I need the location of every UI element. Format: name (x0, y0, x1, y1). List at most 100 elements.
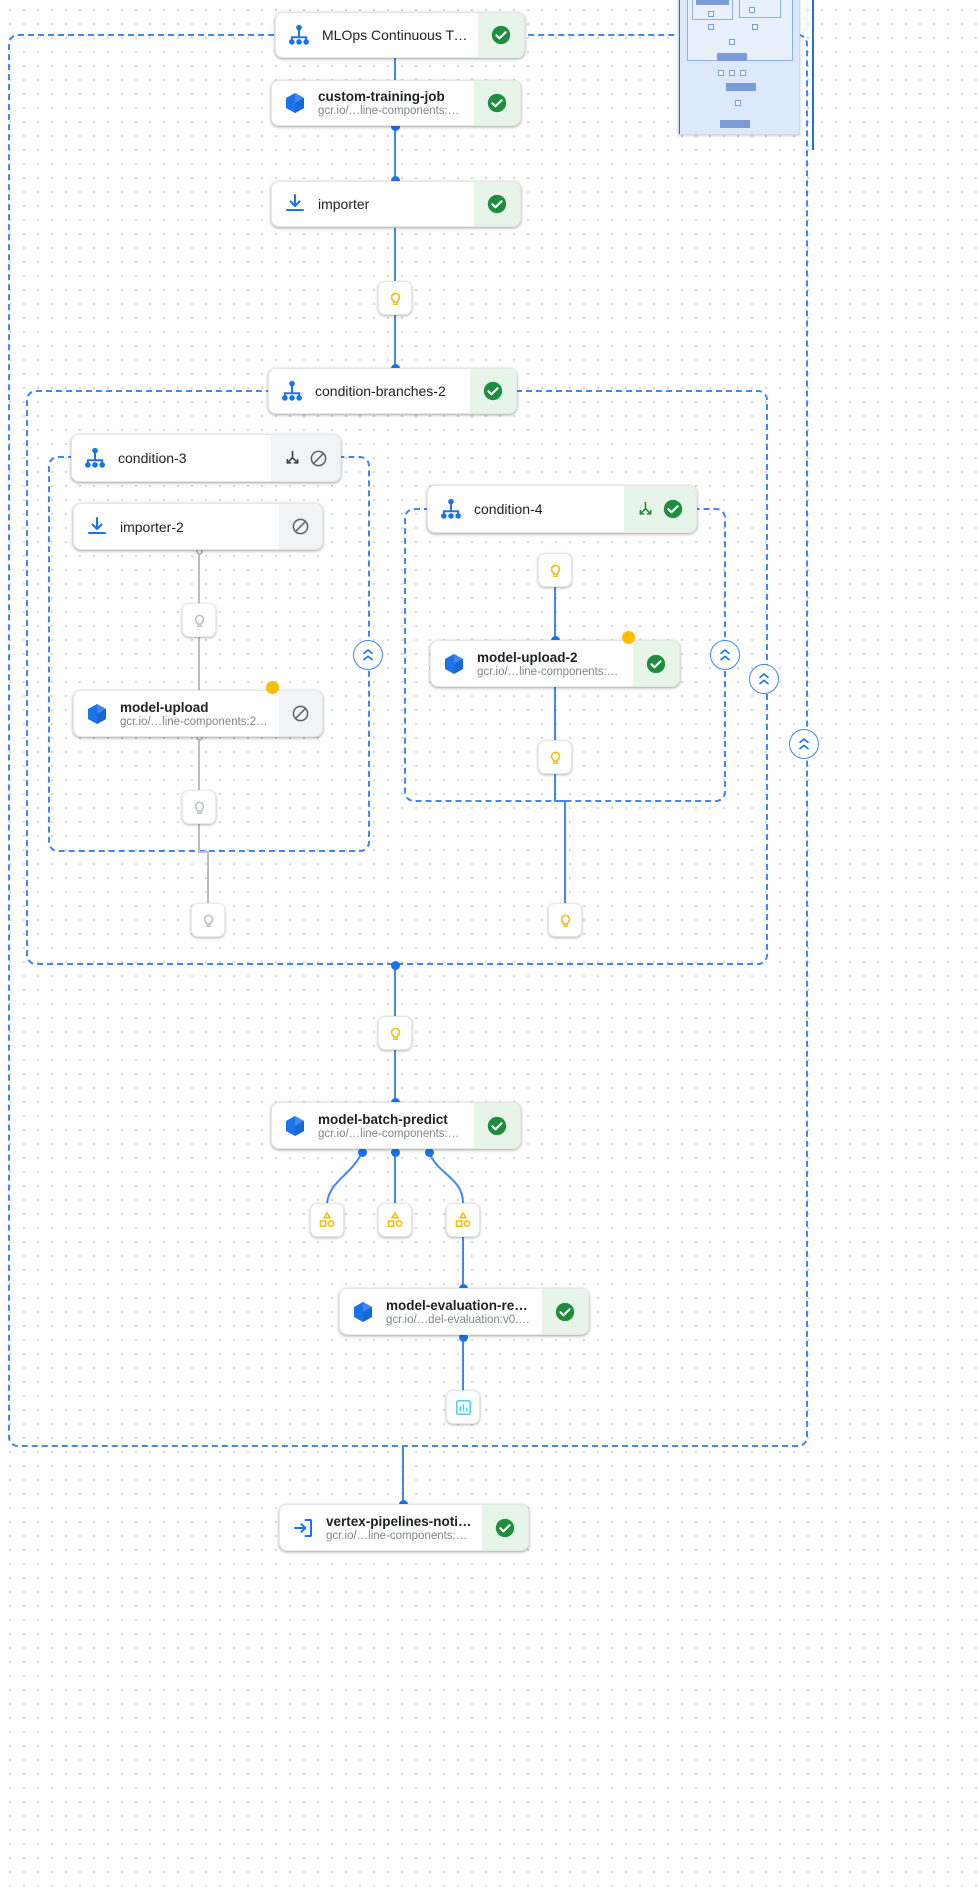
status-badge-succeeded (633, 641, 679, 686)
exit-box-icon (280, 1505, 326, 1550)
minimap-group-cond3 (692, 0, 733, 20)
node-model-batch-predict[interactable]: model-batch-predict gcr.io/…line-compone… (271, 1102, 521, 1149)
node-text: custom-training-job gcr.io/…line-compone… (318, 81, 474, 125)
minimap-node (749, 7, 755, 13)
node-subtitle: gcr.io/…del-evaluation:v0.9.3 (386, 1313, 532, 1326)
status-badge-skipped (279, 504, 322, 549)
collapse-condition-3-button[interactable] (353, 640, 383, 670)
artifact-chip-art-branches-out[interactable] (378, 1016, 412, 1050)
node-model-upload-2[interactable]: model-upload-2 gcr.io/…line-components:2… (430, 640, 680, 687)
node-vertex-pipelines-notification[interactable]: vertex-pipelines-notificat… gcr.io/…line… (279, 1504, 529, 1551)
lightbulb-icon (550, 751, 560, 764)
artifact-chip-art-batch-1[interactable] (310, 1203, 344, 1237)
edge-dot (391, 122, 400, 131)
node-title: model-upload (120, 699, 209, 715)
node-text: condition-branches-2 (315, 369, 470, 413)
node-title: vertex-pipelines-notificat… (326, 1513, 472, 1529)
cube-icon (272, 1103, 318, 1148)
artifact-shapes-icon (455, 1211, 471, 1228)
node-subtitle: gcr.io/…line-components:2.6.0 (318, 105, 464, 117)
node-condition-4[interactable]: condition-4 (427, 485, 697, 533)
node-title: importer (318, 196, 370, 212)
artifact-marker-dot (622, 631, 635, 644)
artifact-chip-art-eval-metrics[interactable] (446, 1390, 480, 1424)
artifact-chip-art-importer2-out[interactable] (182, 603, 216, 637)
minimap-viewport-rect[interactable] (679, 0, 799, 134)
chevron-collapse-icon (759, 673, 769, 685)
minimap-node (718, 70, 724, 76)
minimap-node (729, 70, 735, 76)
edge-dot (425, 1148, 434, 1157)
cube-icon (431, 641, 477, 686)
artifact-chip-art-batch-3[interactable] (446, 1203, 480, 1237)
cube-icon (74, 691, 120, 736)
node-text: model-batch-predict gcr.io/…line-compone… (318, 1103, 474, 1148)
block-circle-icon (292, 518, 309, 535)
check-circle-icon (483, 381, 503, 401)
artifact-chip-art-cond4-in[interactable] (538, 553, 572, 587)
node-model-upload[interactable]: model-upload gcr.io/…line-components:2.6… (73, 690, 323, 737)
edge-dot (459, 1333, 468, 1342)
dag-icon (276, 13, 322, 57)
chevron-collapse-icon (799, 738, 809, 750)
minimap-node (720, 120, 750, 128)
edge-dot (391, 176, 400, 185)
status-badge-succeeded (470, 369, 516, 413)
node-text: model-upload gcr.io/…line-components:2.6… (120, 691, 279, 736)
node-text: condition-3 (118, 435, 271, 481)
collapse-root-group-button[interactable] (789, 729, 819, 759)
minimap-node (752, 24, 758, 30)
node-title: importer-2 (120, 518, 184, 535)
minimap-node (729, 39, 735, 45)
node-text: condition-4 (474, 486, 624, 532)
node-text: MLOps Continuous Traini… (322, 13, 478, 57)
artifact-chip-art-model-upload-out[interactable] (182, 790, 216, 824)
status-badge-succeeded (478, 13, 524, 57)
dag-icon (269, 369, 315, 413)
node-mlops-root[interactable]: MLOps Continuous Traini… (275, 12, 525, 58)
node-title: condition-branches-2 (315, 383, 446, 399)
chevron-collapse-icon (720, 649, 730, 661)
cube-icon (272, 81, 318, 125)
node-subtitle: gcr.io/…line-components:2.6.0 (318, 1127, 464, 1140)
status-badge-succeeded (542, 1289, 588, 1334)
collapse-condition-branches-2-button[interactable] (749, 664, 779, 694)
block-circle-icon (310, 450, 327, 466)
minimap-node (735, 100, 741, 106)
node-custom-training-job[interactable]: custom-training-job gcr.io/…line-compone… (271, 80, 521, 126)
artifact-chip-art-cond4-out[interactable] (548, 903, 582, 937)
lightbulb-icon (390, 1027, 400, 1040)
status-badge-skipped (271, 435, 340, 481)
branch-icon (286, 450, 299, 464)
check-circle-icon (487, 93, 507, 113)
dag-icon (72, 435, 118, 481)
artifact-chip-art-cond3-out[interactable] (191, 903, 225, 937)
chevron-collapse-icon (363, 649, 373, 661)
artifact-chip-art-model-upload2-out[interactable] (538, 740, 572, 774)
lightbulb-icon (194, 801, 204, 814)
branch-icon (639, 501, 652, 515)
status-badge-succeeded (482, 1505, 528, 1550)
artifact-chip-art-importer-out[interactable] (378, 281, 412, 315)
node-importer[interactable]: importer (271, 181, 521, 227)
node-condition-3[interactable]: condition-3 (71, 434, 341, 482)
node-title: model-upload-2 (477, 649, 578, 665)
artifact-chip-art-batch-2[interactable] (378, 1203, 412, 1237)
check-circle-icon (491, 25, 511, 45)
check-circle-icon (495, 1518, 515, 1537)
edge-dot (391, 961, 400, 970)
edge-dot (358, 1148, 367, 1157)
node-subtitle: gcr.io/…line-components:2.6.0 (477, 665, 623, 678)
lightbulb-icon (203, 914, 213, 927)
status-badge-succeeded (474, 81, 520, 125)
lightbulb-icon (194, 614, 204, 627)
node-importer-2[interactable]: importer-2 (73, 503, 323, 550)
check-circle-icon (487, 1116, 507, 1135)
collapse-condition-4-button[interactable] (710, 640, 740, 670)
node-text: model-upload-2 gcr.io/…line-components:2… (477, 641, 633, 686)
minimap-node (708, 11, 714, 17)
graph-minimap[interactable] (678, 0, 800, 135)
node-model-evaluation-regression[interactable]: model-evaluation-regres… gcr.io/…del-eva… (339, 1288, 589, 1335)
node-condition-branches-2[interactable]: condition-branches-2 (268, 368, 517, 414)
